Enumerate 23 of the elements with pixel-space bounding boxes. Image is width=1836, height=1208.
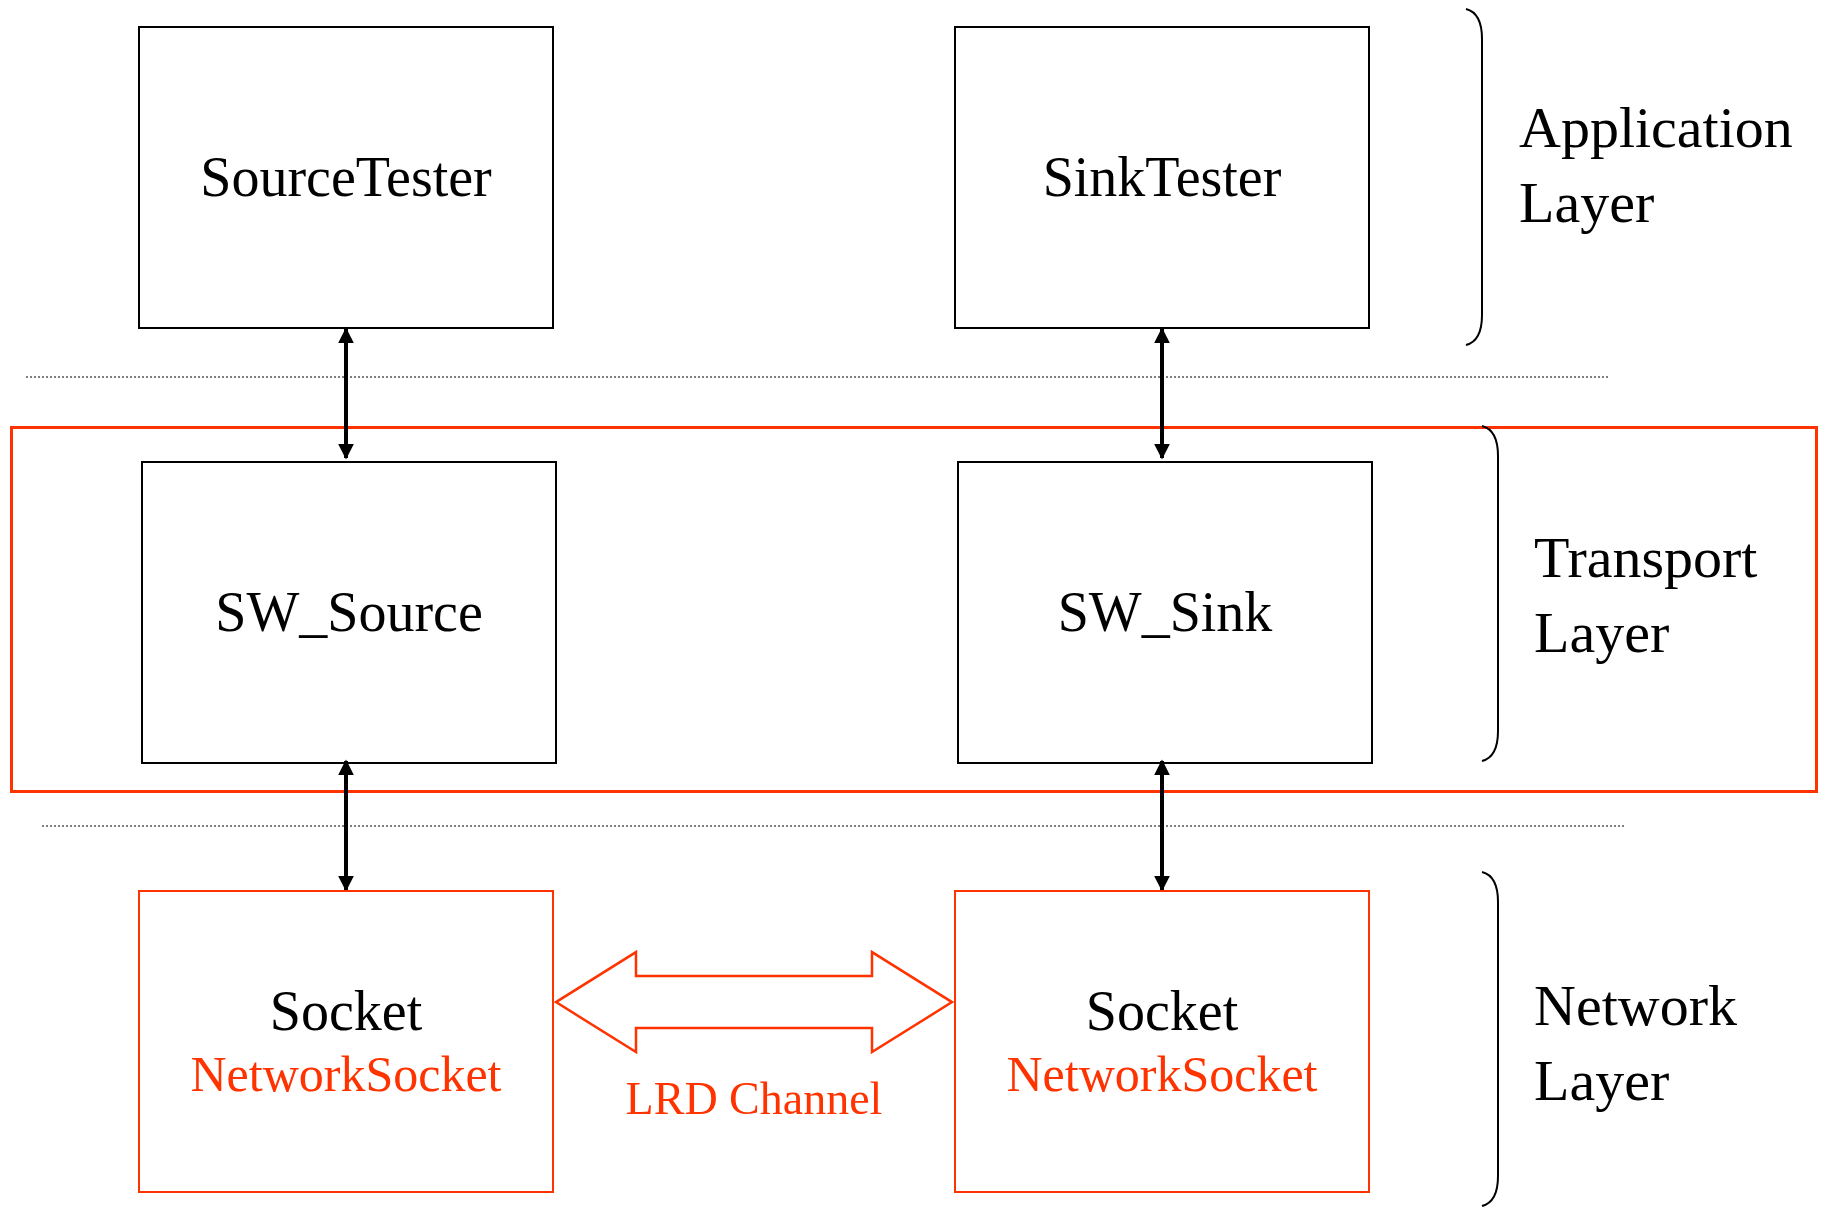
layer-label: Application Layer — [1519, 94, 1794, 238]
arrow — [338, 327, 354, 460]
module-name: SW_Sink — [1057, 581, 1273, 644]
module-name: SW_Source — [215, 581, 483, 644]
module-name: NetworkSocket — [190, 1046, 502, 1102]
module-name: NetworkSocket — [1006, 1046, 1318, 1102]
module-name: SourceTester — [200, 146, 492, 209]
layer-frame — [10, 426, 1818, 793]
module-box — [954, 26, 1370, 329]
module-name: Socket — [1085, 981, 1239, 1043]
module-name: Socket — [269, 981, 423, 1043]
arrow — [338, 759, 354, 892]
module-name: SinkTester — [1042, 146, 1282, 209]
module-box — [138, 26, 554, 329]
arrow — [1154, 327, 1170, 460]
module-box — [954, 890, 1370, 1193]
arrow — [1154, 759, 1170, 892]
double-block-arrow — [553, 949, 955, 1055]
layer-label: Transport Layer — [1534, 524, 1759, 668]
module-box — [138, 890, 554, 1193]
module-box — [141, 461, 557, 764]
layer-label: Network Layer — [1534, 972, 1738, 1116]
module-box — [957, 461, 1373, 764]
